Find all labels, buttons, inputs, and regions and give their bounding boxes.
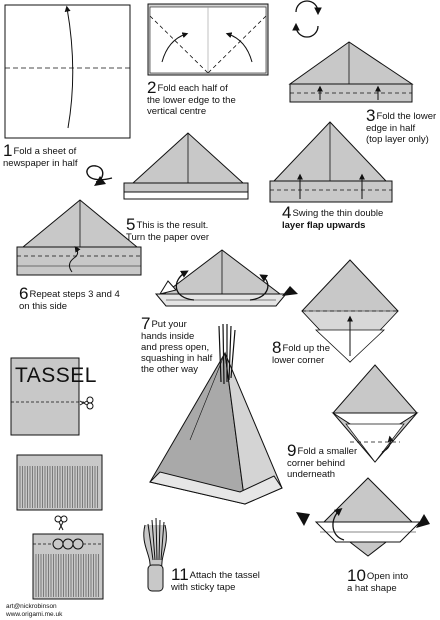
tassel-on-hat (218, 323, 236, 385)
step5-diagram (123, 132, 249, 200)
credit-website: www.origami.me.uk (6, 610, 63, 618)
tassel-sheet (10, 357, 94, 436)
step8-diagram (301, 259, 399, 363)
tassel-heading: TASSEL (15, 364, 97, 387)
step6-diagram (16, 199, 142, 276)
tassel-fringe-step (16, 454, 103, 511)
step4-diagram (269, 121, 393, 203)
step3-diagram (288, 41, 414, 103)
credit-artist: art@nickrobinson (6, 603, 57, 610)
flip-over-icon (86, 165, 113, 186)
rolled-tassel (143, 517, 167, 592)
step11-diagram (149, 323, 283, 505)
step7-diagram (154, 249, 298, 307)
fold-arrow-icon (64, 5, 74, 129)
tassel-cut-step (32, 533, 104, 600)
scissors-icon (79, 396, 94, 410)
step-5-caption: 5This is the result.Turn the paper over (126, 215, 210, 243)
step9-diagram (331, 364, 419, 463)
rotate-icon (292, 0, 322, 38)
step2-diagram (147, 3, 269, 76)
credits: art@nickrobinson www.origami.me.uk (6, 603, 62, 618)
scissors-icon (54, 515, 68, 531)
step10-diagram (296, 477, 430, 557)
step1-diagram (4, 4, 131, 139)
